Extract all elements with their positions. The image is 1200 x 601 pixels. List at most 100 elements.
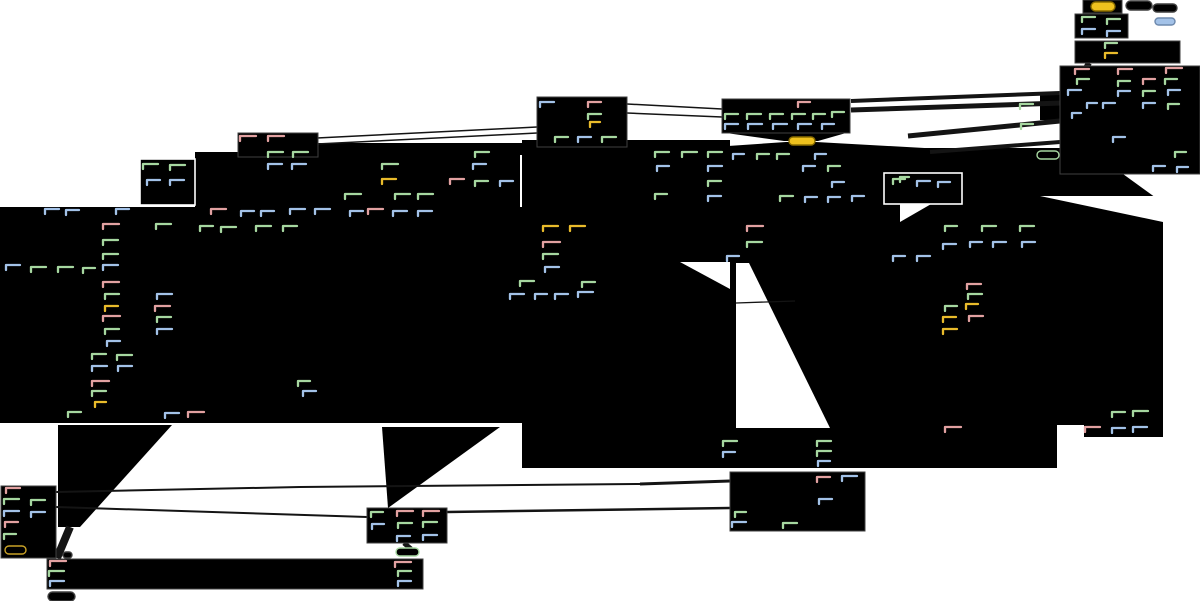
- node-text-mark: [366, 207, 385, 216]
- node-text-mark: [93, 400, 108, 409]
- node-text-mark: [723, 122, 740, 131]
- node-text-mark: [801, 164, 817, 173]
- node-text-mark: [103, 327, 121, 336]
- graph-node-node-left-small: [139, 158, 196, 206]
- node-text-mark: [508, 292, 526, 301]
- node-text-mark: [145, 178, 162, 187]
- graph-node-node-bottom-mid: [366, 507, 448, 544]
- node-text-mark: [580, 280, 597, 289]
- node-text-mark: [391, 209, 409, 218]
- node-text-mark: [90, 389, 108, 398]
- node-text-mark: [198, 224, 215, 233]
- node-text-mark: [553, 135, 570, 144]
- node-text-mark: [1151, 164, 1167, 173]
- node-text-mark: [64, 208, 81, 217]
- black-nub: [62, 551, 73, 559]
- node-text-mark: [568, 224, 587, 233]
- node-text-mark: [290, 162, 308, 171]
- node-text-mark: [343, 192, 363, 201]
- graph-node-node-inner-sub: [883, 172, 963, 205]
- node-text-mark: [655, 164, 671, 173]
- node-text-mark: [746, 122, 764, 131]
- node-text-mark: [1163, 77, 1179, 86]
- node-text-mark: [1105, 17, 1122, 26]
- node-text-mark: [395, 534, 412, 543]
- node-text-mark: [967, 314, 985, 323]
- node-text-mark: [380, 162, 400, 171]
- node-cluster-blob: [317, 143, 522, 155]
- edge-line: [53, 525, 74, 560]
- node-text-mark: [29, 265, 48, 274]
- node-text-mark: [101, 263, 120, 272]
- node-text-mark: [815, 449, 833, 458]
- node-text-mark: [254, 224, 273, 233]
- node-text-mark: [1075, 77, 1091, 86]
- node-text-mark: [811, 112, 827, 121]
- node-text-mark: [1105, 29, 1122, 38]
- node-text-mark: [815, 475, 832, 484]
- node-text-mark: [4, 486, 22, 495]
- node-text-mark: [543, 265, 561, 274]
- node-text-mark: [154, 222, 173, 231]
- node-text-mark: [380, 177, 398, 186]
- node-text-mark: [653, 150, 671, 159]
- node-text-mark: [101, 222, 121, 231]
- node-text-mark: [541, 252, 560, 261]
- node-text-mark: [538, 100, 556, 109]
- node-text-mark: [518, 279, 536, 288]
- node-text-mark: [745, 224, 765, 233]
- edge-line: [639, 479, 731, 486]
- node-text-mark: [600, 135, 618, 144]
- node-text-mark: [941, 315, 958, 324]
- edge-line: [316, 126, 538, 139]
- node-text-mark: [943, 425, 963, 434]
- node-text-mark: [56, 265, 75, 274]
- node-text-mark: [2, 509, 21, 518]
- node-cluster-blob: [200, 207, 530, 423]
- node-text-mark: [830, 110, 846, 119]
- node-text-mark: [81, 266, 97, 275]
- node-text-mark: [586, 112, 603, 121]
- node-text-mark: [553, 292, 570, 301]
- node-text-mark: [733, 510, 748, 519]
- node-text-mark: [105, 339, 122, 348]
- node-text-mark: [1166, 88, 1182, 97]
- green-pill-bottommid: [395, 547, 420, 557]
- black-pill-bottom: [47, 591, 76, 601]
- node-text-mark: [1110, 410, 1127, 419]
- edge-line: [299, 483, 641, 488]
- node-text-mark: [706, 164, 724, 173]
- edge-line: [735, 300, 796, 304]
- node-text-mark: [259, 209, 276, 218]
- node-text-mark: [473, 150, 491, 159]
- node-text-mark: [155, 292, 174, 301]
- node-text-mark: [288, 207, 307, 216]
- node-text-mark: [29, 498, 47, 507]
- node-text-mark: [721, 439, 739, 448]
- node-text-mark: [541, 224, 560, 233]
- node-text-mark: [891, 254, 907, 263]
- node-text-mark: [898, 175, 911, 184]
- node-cluster-blob: [900, 360, 1163, 437]
- node-text-mark: [266, 150, 285, 159]
- node-text-mark: [576, 290, 595, 299]
- node-cluster-blob: [900, 437, 1057, 468]
- node-text-mark: [731, 152, 746, 161]
- node-text-mark: [1101, 101, 1117, 110]
- edge-line: [55, 486, 301, 493]
- cluster-gap: [680, 262, 730, 289]
- cluster-gap: [1123, 174, 1163, 203]
- node-text-mark: [103, 292, 121, 301]
- node-text-mark: [680, 150, 699, 159]
- graph-node-node-mid-top-b: [721, 98, 851, 134]
- node-text-mark: [168, 163, 187, 172]
- node-text-mark: [348, 209, 365, 218]
- node-text-mark: [1070, 111, 1083, 120]
- node-text-mark: [3, 520, 20, 529]
- node-text-mark: [1116, 79, 1132, 88]
- node-text-mark: [101, 314, 122, 323]
- edge-line: [907, 118, 1061, 139]
- node-text-mark: [840, 474, 859, 483]
- node-text-mark: [816, 459, 832, 468]
- node-text-mark: [588, 120, 602, 129]
